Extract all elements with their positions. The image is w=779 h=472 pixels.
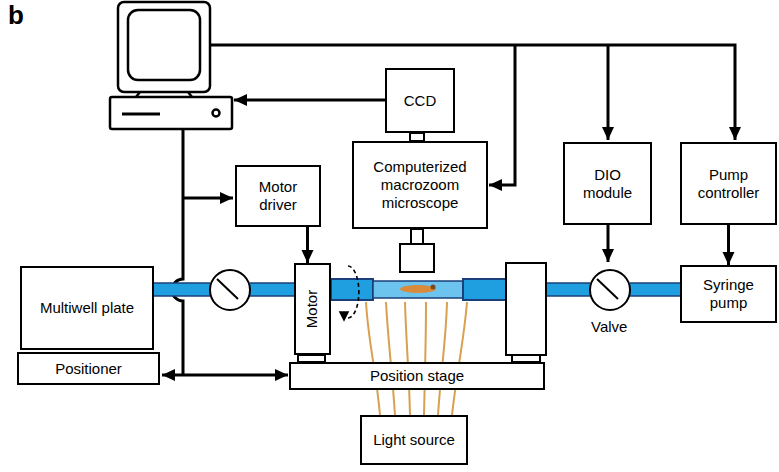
panel-letter: b [8, 0, 24, 31]
node-label: Motor driver [242, 178, 314, 214]
driver-box: Motor driver [235, 165, 321, 227]
control-arrow [727, 225, 730, 265]
tube-holder [506, 263, 546, 355]
node-label: DIO module [570, 166, 645, 202]
rotation-arrow [340, 266, 359, 320]
stage-box: Position stage [289, 362, 545, 390]
camera-box: CCD [385, 68, 455, 133]
microscope-box: Computerized macrozoom microscope [352, 141, 488, 229]
node-label: Positioner [55, 360, 122, 378]
node-label: Motor [304, 290, 322, 328]
motor-foot [298, 355, 325, 362]
light-fibers [366, 302, 467, 415]
signal-wires [162, 45, 735, 375]
computer [110, 2, 232, 129]
plate-box: Multiwell plate [20, 266, 154, 350]
node-label: Light source [373, 431, 455, 449]
control-arrow [306, 227, 309, 263]
node-label: Computerized macrozoom microscope [359, 158, 481, 212]
node-label: Multiwell plate [40, 299, 134, 317]
node-label: CCD [404, 92, 437, 110]
node-label: Pump controller [687, 166, 770, 202]
motor-box: Motor [294, 263, 331, 355]
holder-foot [512, 355, 540, 362]
valve-symbol [210, 270, 630, 310]
controller-box: Pump controller [680, 142, 777, 225]
node-label: Position stage [370, 367, 464, 385]
module-box: DIO module [563, 142, 652, 225]
light-box: Light source [360, 415, 468, 465]
node-label: Syringe pump [687, 276, 770, 312]
pump-box: Syringe pump [680, 265, 777, 323]
valve-label: Valve [591, 318, 627, 335]
positioner-box: Positioner [17, 352, 160, 385]
